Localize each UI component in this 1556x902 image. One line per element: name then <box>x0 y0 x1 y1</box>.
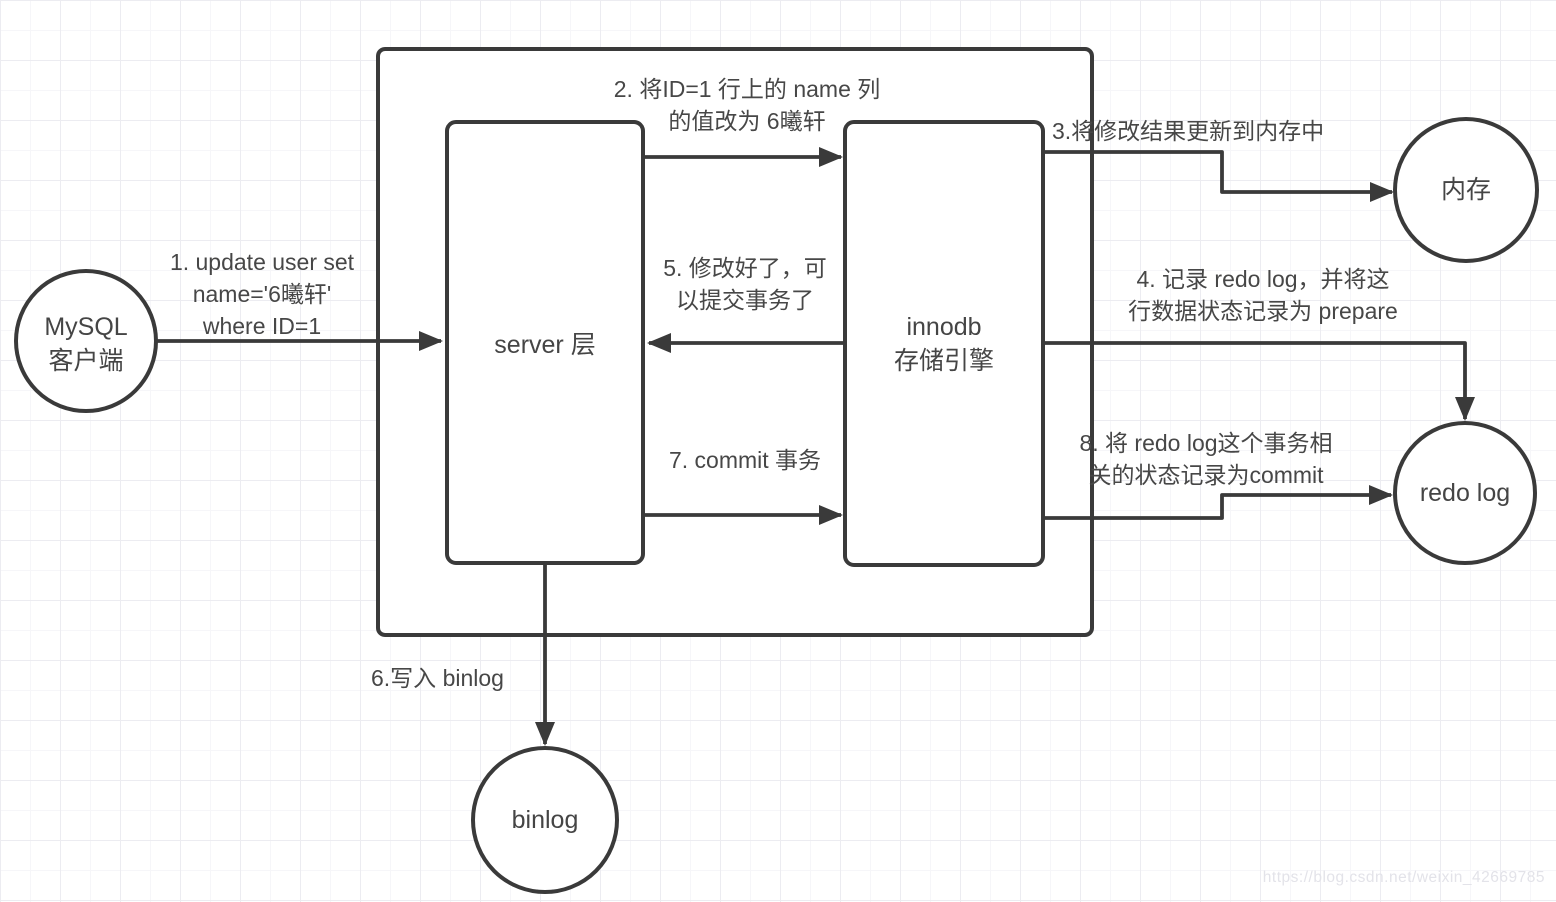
label-line: server 层 <box>494 331 596 359</box>
label-line: where ID=1 <box>202 313 322 339</box>
step-2-annotation: 2. 将ID=1 行上的 name 列 的值改为 6曦轩 <box>557 73 937 137</box>
label-line: 8. 将 redo log这个事务相 <box>1079 430 1333 456</box>
label-line: innodb <box>906 313 982 341</box>
label-line: 5. 修改好了，可 <box>663 255 827 281</box>
label-line: 以提交事务了 <box>676 287 814 313</box>
step-7-annotation: 7. commit 事务 <box>637 444 853 476</box>
label-line: 存储引擎 <box>893 347 994 375</box>
innodb-engine-label: innodb 存储引擎 <box>845 310 1043 378</box>
arrow-step-3-innodb-to-memory <box>1043 150 1394 202</box>
label-line: binlog <box>511 806 579 834</box>
arrow-step-8-innodb-to-redolog <box>1043 485 1393 520</box>
arrow-step-4-innodb-to-redolog <box>1043 341 1475 421</box>
mysql-client-label: MySQL 客户端 <box>6 310 166 378</box>
label-line: 4. 记录 redo log，并将这 <box>1136 266 1390 292</box>
step-1-annotation: 1. update user set name='6曦轩' where ID=1 <box>147 246 377 342</box>
memory-label: 内存 <box>1396 173 1536 207</box>
label-line: 1. update user set <box>169 249 355 275</box>
step-3-annotation: 3.将修改结果更新到内存中 <box>1052 115 1392 147</box>
redo-log-circle <box>1393 421 1537 565</box>
label-line: 的值改为 6曦轩 <box>668 108 826 134</box>
step-5-annotation: 5. 修改好了，可 以提交事务了 <box>640 252 850 316</box>
server-layer-label: server 层 <box>447 328 643 362</box>
label-line: 行数据状态记录为 prepare <box>1128 298 1398 324</box>
label-line: 3.将修改结果更新到内存中 <box>1052 118 1325 144</box>
step-6-annotation: 6.写入 binlog <box>371 662 551 694</box>
label-line: 6.写入 binlog <box>371 665 504 691</box>
label-line: 内存 <box>1440 176 1491 204</box>
step-8-annotation: 8. 将 redo log这个事务相 关的状态记录为commit <box>1050 427 1362 491</box>
binlog-label: binlog <box>473 803 617 837</box>
redo-log-label: redo log <box>1390 476 1540 510</box>
memory-circle <box>1393 117 1539 263</box>
label-line: 7. commit 事务 <box>668 447 822 473</box>
label-line: MySQL <box>44 313 128 341</box>
label-line: 客户端 <box>48 347 124 375</box>
binlog-circle <box>471 746 619 894</box>
step-4-annotation: 4. 记录 redo log，并将这 行数据状态记录为 prepare <box>1078 263 1448 327</box>
label-line: name='6曦轩' <box>192 281 332 307</box>
label-line: redo log <box>1419 479 1511 507</box>
label-line: 2. 将ID=1 行上的 name 列 <box>613 76 881 102</box>
label-line: 关的状态记录为commit <box>1088 462 1324 488</box>
csdn-watermark: https://blog.csdn.net/weixin_42669785 <box>1262 869 1545 886</box>
